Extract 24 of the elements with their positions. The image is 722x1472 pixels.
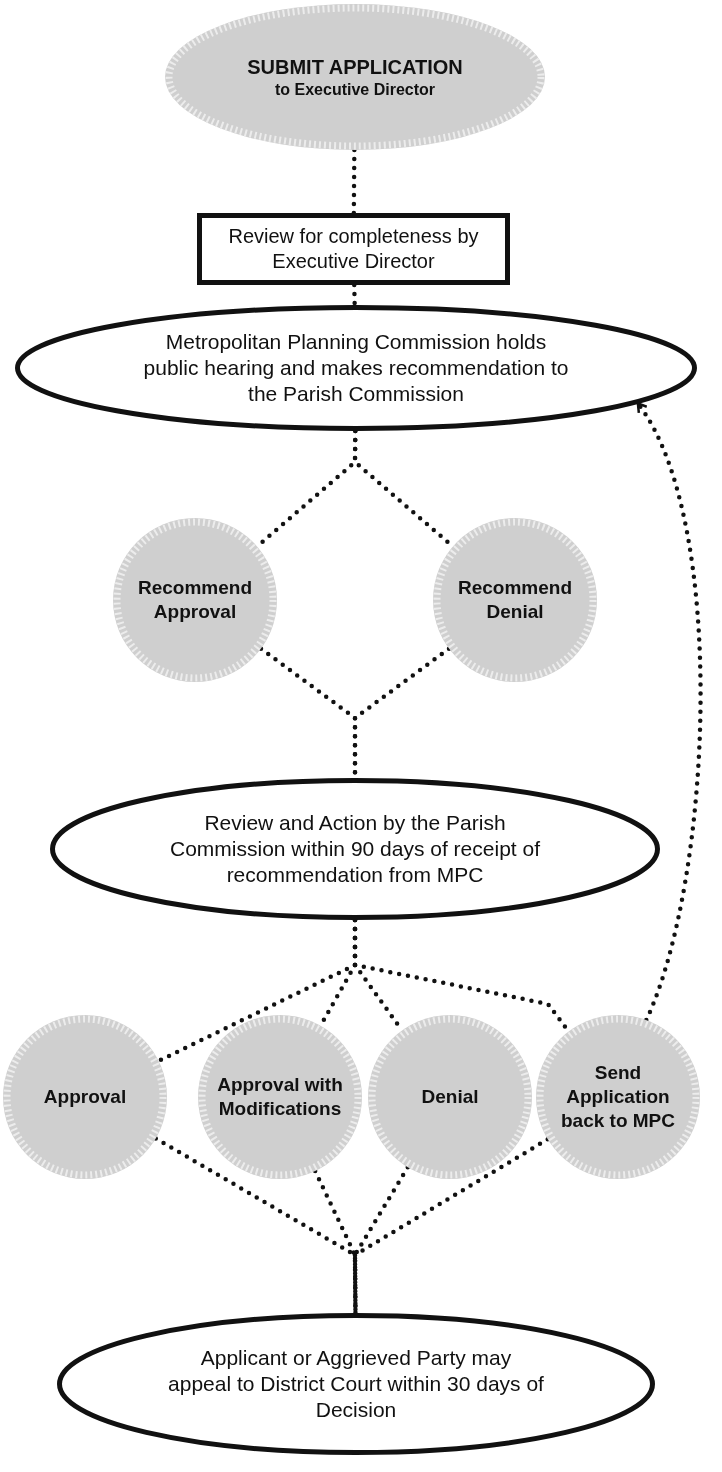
process-ellipse [15, 305, 697, 431]
process-box [197, 213, 510, 285]
node-text: Approval [43, 1085, 127, 1109]
outcome-circle [368, 1015, 532, 1179]
node-text: Review for completeness by Executive Director [227, 224, 480, 274]
node-text: Denial [421, 1085, 479, 1109]
outcome-circle [433, 518, 597, 682]
node-text: Recommend Approval [137, 576, 253, 624]
outcome-circle [536, 1015, 700, 1179]
process-ellipse [50, 778, 660, 920]
node-text: Approval with Modifications [216, 1073, 344, 1121]
start-ellipse [165, 4, 545, 150]
node-text: Review and Action by the Parish Commission within 90 days of receipt of recommendation from MPC [169, 809, 541, 889]
subheading-text: to Executive Director [274, 79, 436, 100]
node-text: Metropolitan Planning Commission holds public hearing and makes recommendation to the Parish Commission [142, 328, 570, 408]
node-text: Recommend Denial [457, 576, 573, 624]
outcome-circle [3, 1015, 167, 1179]
heading-text: SUBMIT APPLICATION [247, 54, 463, 80]
dotted-arrow [635, 401, 703, 1023]
node-text: Send Application back to MPC [560, 1061, 676, 1133]
outcome-circle [113, 518, 277, 682]
outcome-circle [198, 1015, 362, 1179]
end-ellipse [57, 1313, 655, 1455]
node-text: Applicant or Aggrieved Party may appeal to District Court within 30 days of Decision [167, 1344, 545, 1424]
